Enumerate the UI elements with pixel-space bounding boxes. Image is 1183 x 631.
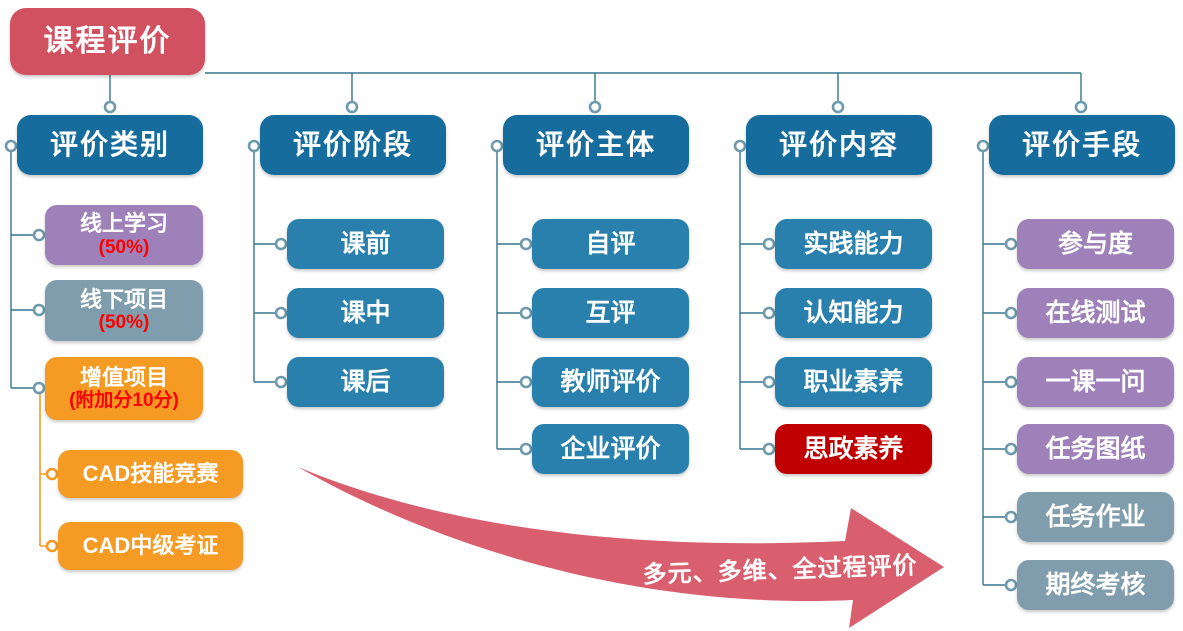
node-during-class: 课中 xyxy=(287,288,444,338)
node-final-assessment: 期终考核 xyxy=(1017,560,1174,610)
node-enterprise-evaluation: 企业评价 xyxy=(532,424,689,474)
node-title: 线下项目 xyxy=(79,286,168,312)
process-arrow xyxy=(298,467,944,628)
node-self-evaluation: 自评 xyxy=(532,219,689,269)
node-bonus-label: (附加分10分) xyxy=(69,390,179,412)
node-title: 增值项目 xyxy=(79,364,168,390)
node-before-class: 课前 xyxy=(287,219,444,269)
node-ideological-political-quality: 思政素养 xyxy=(775,424,932,474)
node-professional-quality: 职业素养 xyxy=(775,357,932,407)
node-task-drawing: 任务图纸 xyxy=(1017,424,1174,474)
node-peer-evaluation: 互评 xyxy=(532,288,689,338)
node-title: 线上学习 xyxy=(79,211,168,237)
tree-lines xyxy=(10,72,1082,586)
column-header-evaluation-category: 评价类别 xyxy=(17,115,203,175)
node-teacher-evaluation: 教师评价 xyxy=(532,357,689,407)
column-header-evaluation-stage: 评价阶段 xyxy=(260,115,446,175)
node-online-learning: 线上学习 (50%) xyxy=(45,205,203,265)
node-value-added-project: 增值项目 (附加分10分) xyxy=(45,357,203,420)
node-after-class: 课后 xyxy=(287,357,444,407)
node-cognitive-ability: 认知能力 xyxy=(775,288,932,338)
node-practical-ability: 实践能力 xyxy=(775,219,932,269)
node-online-test: 在线测试 xyxy=(1017,288,1174,338)
node-weight-label: (50%) xyxy=(98,236,150,258)
node-offline-project: 线下项目 (50%) xyxy=(45,280,203,341)
node-participation: 参与度 xyxy=(1017,219,1174,269)
connector-dots xyxy=(4,100,1088,592)
node-task-homework: 任务作业 xyxy=(1017,492,1174,542)
node-one-lesson-one-question: 一课一问 xyxy=(1017,357,1174,407)
node-cad-intermediate-certificate: CAD中级考证 xyxy=(58,522,243,570)
column-header-evaluation-subject: 评价主体 xyxy=(503,115,689,175)
node-course-evaluation: 课程评价 xyxy=(10,8,205,75)
node-cad-skill-competition: CAD技能竞赛 xyxy=(58,450,243,498)
node-weight-label: (50%) xyxy=(98,312,150,334)
column-header-evaluation-means: 评价手段 xyxy=(989,115,1175,175)
column-header-evaluation-content: 评价内容 xyxy=(746,115,932,175)
